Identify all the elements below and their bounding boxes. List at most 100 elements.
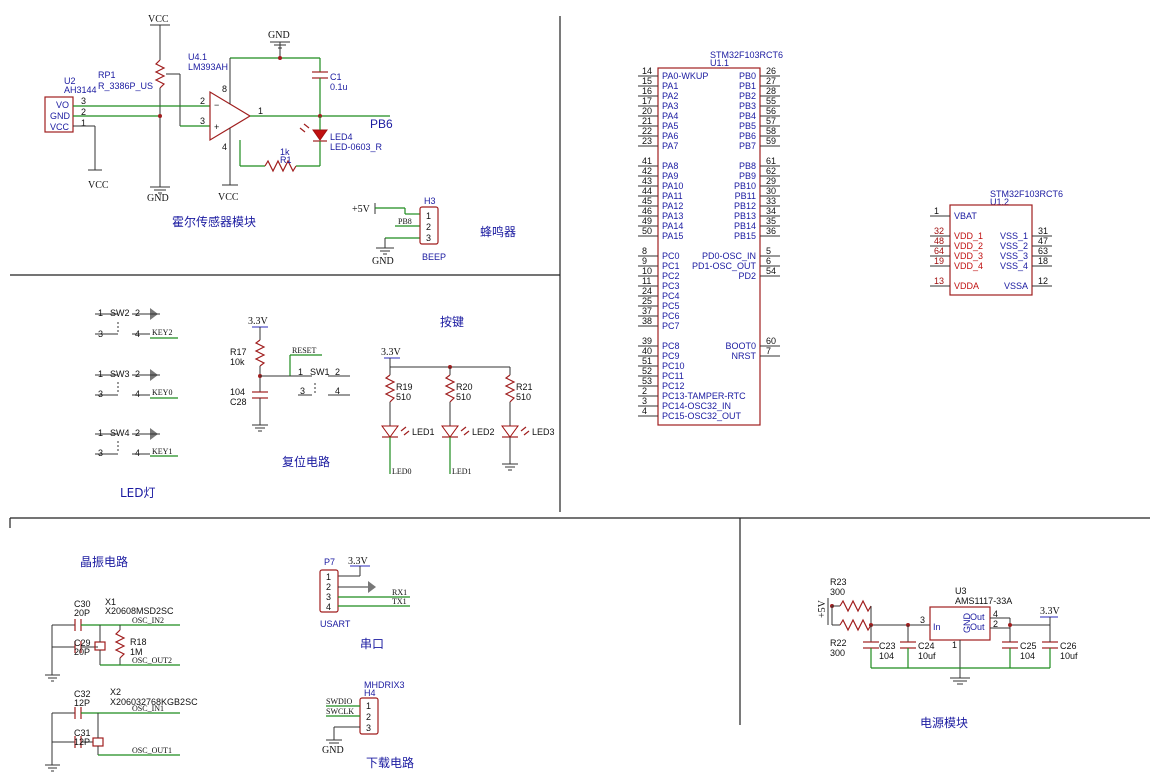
u41-ref: U4.1 — [188, 52, 207, 62]
u11-left-pin-number: 53 — [642, 376, 652, 386]
x2-ref: X2 — [110, 687, 121, 697]
u11-left-pin-name: PA13 — [662, 211, 683, 221]
u11-right-pin-number: 61 — [766, 156, 776, 166]
sw4-pin-3: 3 — [98, 448, 103, 458]
reset-circuit: 3.3V RESET R17 10k 104 C28 1 SW1 2 3 4 复… — [230, 316, 350, 469]
u12-left-pin-name: VDD_3 — [954, 251, 983, 261]
h4-pin-2: 2 — [366, 712, 371, 722]
u11-left-pin-name: PC13-TAMPER-RTC — [662, 391, 746, 401]
u11-right-pin-number: 35 — [766, 216, 776, 226]
u11-left-pin-number: 17 — [642, 96, 652, 106]
u11-left-pin-name: PA9 — [662, 171, 678, 181]
u11-left-pin-name: PC4 — [662, 291, 680, 301]
u11-right-pin-name: PB8 — [739, 161, 756, 171]
u11-left-pin-number: 50 — [642, 226, 652, 236]
sw4-key-net: KEY1 — [152, 447, 172, 456]
u11-left-pin-name: PA12 — [662, 201, 683, 211]
beep-5v-label: +5V — [352, 204, 371, 215]
sw3-ref: SW3 — [110, 369, 130, 379]
p7-ref: P7 — [324, 557, 335, 567]
power-3v3-label: 3.3V — [1040, 606, 1061, 617]
u11-left-pin-name: PC7 — [662, 321, 680, 331]
led4-value: LED-0603_R — [330, 142, 383, 152]
c24-ref: C24 — [918, 641, 935, 651]
u12-ref: U1.2 — [990, 197, 1009, 207]
u11-left-pin-number: 2 — [642, 386, 647, 396]
sw1-ref: SW1 — [310, 367, 330, 377]
rp1-ref: RP1 — [98, 70, 116, 80]
u11-left-pin-name: PC2 — [662, 271, 680, 281]
sw3-pin-1: 1 — [98, 369, 103, 379]
u11-left-pin-number: 24 — [642, 286, 652, 296]
sw2-ref: SW2 — [110, 308, 130, 318]
u41-pin-top: 8 — [222, 84, 227, 94]
u11-left-pin-name: PC6 — [662, 311, 680, 321]
led-section-title: LED灯 — [120, 486, 156, 500]
sw3-pin-4: 4 — [135, 389, 140, 399]
u11-right-pin-name: PB5 — [739, 121, 756, 131]
u11-right-pin-number: 5 — [766, 246, 771, 256]
u11-right-pin-name: NRST — [732, 351, 757, 361]
u12-right-pin-name: VSS_3 — [1000, 251, 1028, 261]
u11-right-pin-number: 60 — [766, 336, 776, 346]
u2-pin-gnd: GND — [50, 111, 71, 121]
u11-left-pin-name: PC12 — [662, 381, 685, 391]
u12-right-pin-name: VSS_1 — [1000, 231, 1028, 241]
led1-ref: LED1 — [412, 427, 435, 437]
hall-sensor-module: VCC GND RP1 R_3386P_US U2 AH3144 VO GND … — [44, 14, 393, 229]
u11-left-pin-name: PA3 — [662, 101, 678, 111]
u11-left-pin-number: 9 — [642, 256, 647, 266]
power-5v-label: +5V — [817, 599, 828, 618]
h4-ref: H4 — [364, 688, 376, 698]
u11-right-pin-name: PB13 — [734, 211, 756, 221]
u12-left-pin-number: 13 — [934, 276, 944, 286]
u11-right-pin-number: 55 — [766, 96, 776, 106]
r1-value: 1k — [280, 147, 290, 157]
r19-branch: R19 510 LED1 LED0 — [381, 367, 435, 476]
u11-left-pin-name: PA8 — [662, 161, 678, 171]
u11-right-pin-name: PB12 — [734, 201, 756, 211]
c30-value: 20P — [74, 608, 90, 618]
u41-pin-plus: 3 — [200, 116, 205, 126]
u3-in: In — [933, 622, 941, 632]
u11-left-pin-name: PC11 — [662, 371, 684, 381]
u11-left-pin-number: 46 — [642, 206, 652, 216]
led4-ref: LED4 — [330, 132, 353, 142]
beep-module: +5V PB8 GND 1 2 3 H3 BEEP 蜂鸣器 — [352, 196, 516, 267]
u41-pin-out: 1 — [258, 106, 263, 116]
u3-out2: Out — [970, 622, 985, 632]
u11-left-pin-name: PA6 — [662, 131, 678, 141]
beep-section-title: 蜂鸣器 — [480, 224, 516, 239]
u11-part: STM32F103RCT6 — [710, 50, 783, 60]
u12-left-pin-name: VDD_1 — [954, 231, 983, 241]
u11-left-pin-number: 41 — [642, 156, 652, 166]
r23-value: 300 — [830, 587, 845, 597]
u11-right-pin-number: 6 — [766, 256, 771, 266]
u11-left-pin-name: PA10 — [662, 181, 683, 191]
download-gnd: GND — [322, 745, 344, 756]
gnd-top-label: GND — [268, 30, 290, 41]
u11-left-pin-number: 4 — [642, 406, 647, 416]
download-circuit: MHDRIX3 H4 1 2 3 SWDIO SWCLK GND 下载电路 — [322, 680, 414, 770]
sw1-pin-1: 1 — [298, 367, 303, 377]
h3-pin-1: 1 — [426, 211, 431, 221]
u12-right-pin-number: 18 — [1038, 256, 1048, 266]
sw2-pin-2: 2 — [135, 308, 140, 318]
u11-right-pin-number: 56 — [766, 106, 776, 116]
rx1-net: RX1 — [392, 588, 407, 597]
u11-right-pin-number: 36 — [766, 226, 776, 236]
u11-right-pin-number: 59 — [766, 136, 776, 146]
sw1-pin-4: 4 — [335, 386, 340, 396]
hall-section-title: 霍尔传感器模块 — [172, 214, 256, 229]
sw2-pin-4: 4 — [135, 329, 140, 339]
u11-left-pin-name: PA2 — [662, 91, 678, 101]
keys-section-title: 按键 — [440, 315, 464, 329]
u11-left-pin-name: PA15 — [662, 231, 683, 241]
u11-left-pin-name: PC14-OSC32_IN — [662, 401, 731, 411]
u41-value: LM393AH — [188, 62, 228, 72]
u11-left-pin-name: PA5 — [662, 121, 678, 131]
sw4-pin-2: 2 — [135, 428, 140, 438]
u11-right-pin-name: PB3 — [739, 101, 756, 111]
u12-left-pin-name: VBAT — [954, 211, 977, 221]
